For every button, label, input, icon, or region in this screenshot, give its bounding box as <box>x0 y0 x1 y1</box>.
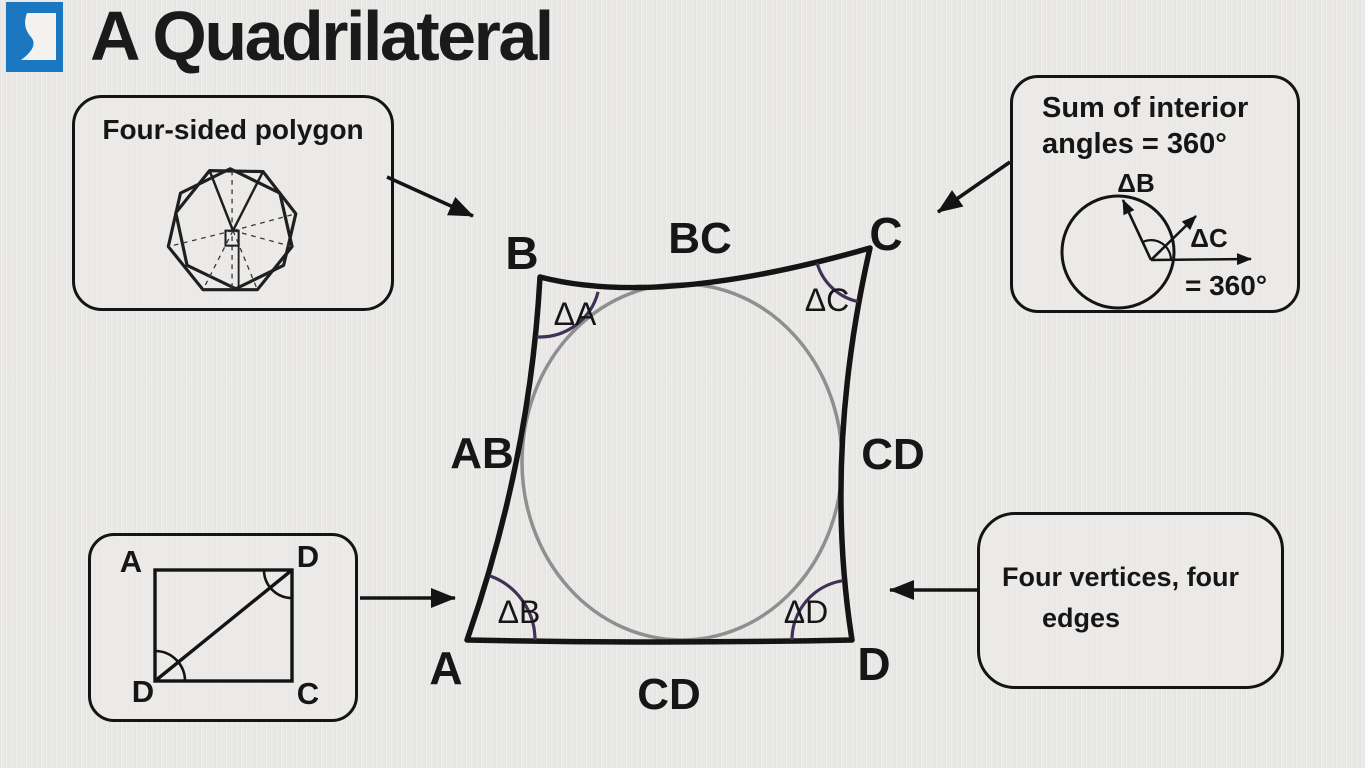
dashed-radius <box>168 229 234 248</box>
callout-square-diagram: A D D C <box>88 533 358 722</box>
sum-of-angles-line2: angles = 360° <box>1042 128 1227 160</box>
callout-four-sided-polygon: Four-sided polygon <box>72 95 394 311</box>
callout-four-vertices: Four vertices, four edges <box>977 512 1284 689</box>
square-corner-tr: D <box>297 539 319 574</box>
angle-label-at-c: ΔC <box>805 282 849 318</box>
vertex-label-b: B <box>505 227 538 279</box>
interior-angles-illustration: ΔB ΔC = 360° <box>1060 168 1267 310</box>
vertex-label-c: C <box>869 208 902 260</box>
right-angle-marker <box>224 229 240 247</box>
dashed-radius <box>202 230 234 290</box>
heptagon-outline-1 <box>166 167 294 292</box>
connector-arrow-top-left <box>386 175 474 218</box>
construction-line <box>231 171 265 232</box>
callout-four-sided-label: Four-sided polygon <box>102 114 364 145</box>
icon-glyph-shape <box>21 13 56 60</box>
edge-label-bc: BC <box>668 214 732 263</box>
mini-arrow-b <box>1121 199 1153 261</box>
heptagon-outline-2 <box>174 169 298 291</box>
connector-arrow-top-right <box>936 160 1012 214</box>
square-illustration: A D D C <box>120 539 319 711</box>
four-vertices-text: Four vertices, four edges <box>1002 557 1239 639</box>
dashed-radius <box>232 213 296 232</box>
angle-label-at-d: ΔD <box>784 594 828 630</box>
mini-angle-b-label: ΔB <box>1117 168 1154 198</box>
four-vertices-line2: edges <box>1042 603 1121 633</box>
square-outline <box>153 568 294 683</box>
mini-sum-label: = 360° <box>1185 270 1267 301</box>
square-angle-arc-bl <box>154 649 187 682</box>
angle-arc-a <box>488 574 537 641</box>
edge-label-cd-right: CD <box>861 430 925 479</box>
four-vertices-line1: Four vertices, four <box>1002 562 1240 592</box>
angle-arc-b <box>536 291 600 339</box>
square-corner-tl: A <box>120 544 142 579</box>
square-corner-br: C <box>297 676 319 711</box>
square-diagonal <box>153 568 294 683</box>
dashed-radius <box>232 229 293 248</box>
angle-label-at-a: ΔB <box>498 594 541 630</box>
construction-line <box>208 170 235 232</box>
page-title: A Quadrilateral <box>90 0 554 75</box>
edge-label-cd-bottom: CD <box>637 670 701 719</box>
sum-of-angles-line1: Sum of interior <box>1042 92 1249 124</box>
edge-label-ab: AB <box>450 429 514 478</box>
vertex-label-d: D <box>857 638 890 690</box>
mini-circle <box>1060 194 1176 310</box>
angle-arc-c <box>815 262 859 304</box>
square-corner-bl: D <box>132 674 154 709</box>
mini-angle-c-label: ΔC <box>1190 223 1228 253</box>
square-angle-arc-tr <box>262 569 293 600</box>
vertex-label-a: A <box>429 642 462 694</box>
mini-angle-arc <box>1142 239 1173 261</box>
callout-sum-of-angles: Sum of interior angles = 360° ΔB ΔC = 36… <box>1010 75 1300 313</box>
inscribed-circle <box>520 282 844 642</box>
angle-arc-d <box>790 579 843 641</box>
mini-arrow-c <box>1150 215 1197 261</box>
polygon-illustration <box>166 167 298 293</box>
angle-label-at-b: ΔA <box>554 296 597 332</box>
mini-arrow-sum <box>1150 253 1252 266</box>
slide-number-icon <box>6 2 63 72</box>
slide-number-glyph <box>21 13 56 60</box>
dashed-radius <box>232 230 258 290</box>
quadrilateral-outline <box>464 245 873 645</box>
sum-of-angles-text: Sum of interior angles = 360° <box>1042 90 1248 162</box>
